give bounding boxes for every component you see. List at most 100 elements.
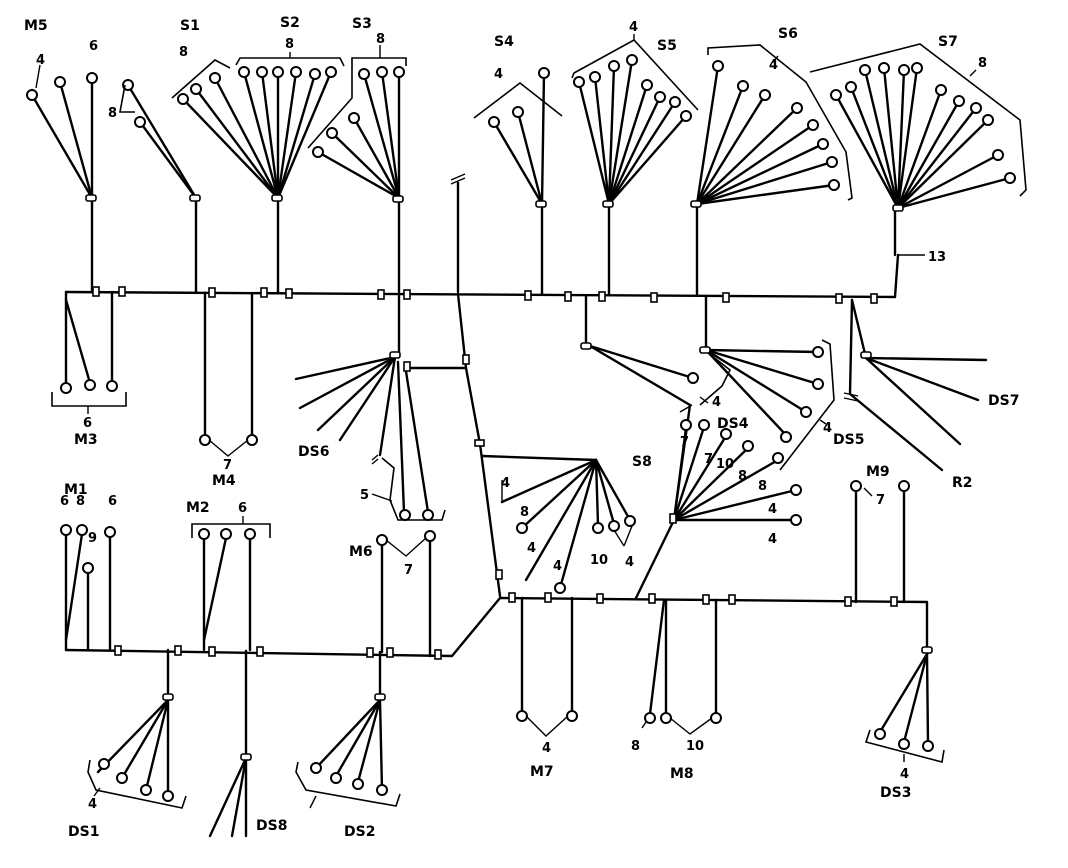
wire-count-s7: 8 [978, 56, 987, 71]
wire-count-s1-a: 8 [179, 45, 188, 60]
wire [276, 72, 317, 200]
wire-count-ds5-4: 4 [712, 395, 721, 410]
connector-m6: M6 7 [349, 530, 436, 658]
wire-count-s8-d: 4 [527, 541, 536, 556]
wire [577, 80, 611, 206]
label-ds4: DS4 [717, 416, 749, 432]
connector-ds7: DS7 R2 [843, 298, 1019, 491]
connector-s8: S8 4 8 4 4 10 4 [480, 454, 652, 594]
wire-count-ds4-b: 7 [704, 452, 713, 467]
wire [607, 58, 634, 206]
wire-count-ds4-g: 4 [768, 532, 777, 547]
wire-count-m1-c: 9 [88, 531, 97, 546]
label-m2: M2 [186, 500, 210, 516]
connector-ds2: DS2 [295, 650, 401, 840]
connector-ds5: 4 4 DS5 [580, 294, 864, 471]
wire-count-s2: 8 [285, 37, 294, 52]
label-m9: M9 [866, 464, 890, 480]
wire-count-ds3: 4 [900, 767, 909, 782]
label-r2: R2 [952, 475, 973, 491]
wire-count-m6: 7 [404, 563, 413, 578]
wire [695, 93, 767, 206]
connector-ds3: 4 DS3 [864, 646, 945, 801]
connector-m2: M2 6 [186, 500, 271, 652]
wire-count-s3: 8 [376, 32, 385, 47]
connector-ds6: DS6 5 [294, 292, 468, 521]
wire [882, 66, 900, 210]
wire-count-s8-g: 4 [625, 555, 634, 570]
label-m4: M4 [212, 473, 236, 489]
wire [896, 176, 1012, 210]
connector-m9: M9 7 [850, 464, 910, 604]
label-ds3: DS3 [880, 785, 911, 801]
connector-ds4: 7 7 10 8 8 4 4 DS4 [634, 403, 802, 600]
label-s6: S6 [778, 26, 798, 42]
wire [607, 114, 688, 206]
wire-count-m5-a: 4 [36, 53, 45, 68]
wire-count-m1-a: 6 [60, 494, 69, 509]
wire-count-m9: 7 [876, 493, 885, 508]
wire-count-s8-f: 10 [590, 553, 608, 568]
lower-trunk [64, 592, 929, 660]
connector-s6: S6 4 [690, 26, 853, 296]
label-s1: S1 [180, 18, 200, 34]
wire [194, 87, 280, 200]
wire [863, 68, 900, 210]
wire-count-ds4-d: 8 [738, 469, 747, 484]
wire [607, 83, 649, 206]
label-s7: S7 [938, 34, 958, 50]
wire-count-m5-b: 6 [89, 39, 98, 54]
wire [181, 97, 280, 200]
wire [896, 106, 978, 210]
wire-count-s8-c: 8 [520, 505, 529, 520]
wire [695, 183, 836, 206]
center-run [456, 292, 503, 598]
label-s5: S5 [657, 38, 677, 54]
connector-m7: 4 M7 [516, 596, 578, 780]
wire-count-ds4-c: 10 [716, 457, 734, 472]
wire-count-m1-d: 6 [108, 494, 117, 509]
wire [896, 88, 943, 210]
wire [593, 75, 611, 206]
wire-count-ds5: 4 [823, 421, 832, 436]
connector-s3: S3 8 [307, 16, 407, 294]
connector-ds8: DS8 [208, 649, 287, 838]
wire [896, 118, 990, 210]
label-s4: S4 [494, 34, 514, 50]
lower-clamps [114, 592, 898, 660]
wire-count-s1-b: 8 [108, 106, 117, 121]
wire [695, 84, 745, 206]
wire-count-s6: 4 [769, 58, 778, 73]
label-s8: S8 [632, 454, 652, 470]
wire-count-ds4-e: 8 [758, 479, 767, 494]
label-m3: M3 [74, 432, 98, 448]
wire-count-ds4-a: 7 [680, 435, 689, 450]
wire-count-m4: 7 [223, 458, 232, 473]
label-ds6: DS6 [298, 444, 329, 460]
wire [896, 66, 919, 210]
wire [276, 70, 333, 200]
label-ds2: DS2 [344, 824, 375, 840]
connector-m5: M5 4 6 [24, 18, 98, 294]
wire [849, 85, 900, 210]
upper-trunk: 13 [64, 206, 946, 304]
wire [896, 68, 906, 210]
wire [695, 160, 834, 206]
wire-count-s5: 4 [629, 20, 638, 35]
wire [276, 70, 298, 200]
label-m5: M5 [24, 18, 48, 34]
wire-count-m8-b: 10 [686, 739, 704, 754]
wire [607, 100, 677, 206]
wire [695, 142, 825, 206]
label-m8: M8 [670, 766, 694, 782]
label-ds8: DS8 [256, 818, 287, 834]
label-m6: M6 [349, 544, 373, 560]
wire-count-m2: 6 [238, 501, 247, 516]
connector-s1: S1 8 8 [108, 18, 201, 294]
connector-s4: S4 4 [473, 34, 563, 296]
wire-count-m3: 6 [83, 416, 92, 431]
wire-count-s8-b: 4 [501, 476, 510, 491]
wire-count-s4: 4 [494, 67, 503, 82]
label-m7: M7 [530, 764, 554, 780]
